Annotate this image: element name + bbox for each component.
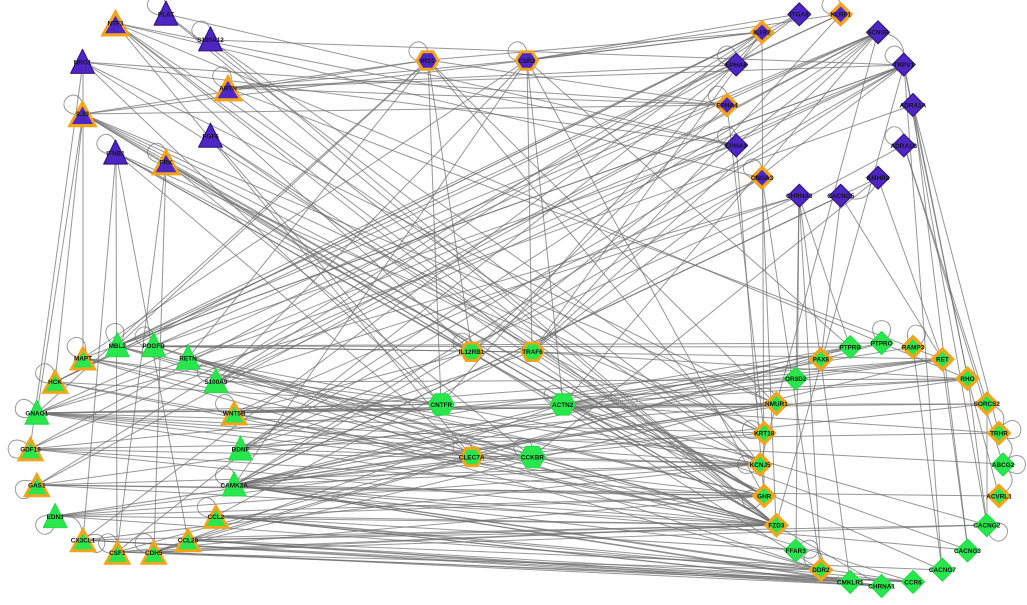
- svg-text:IL1R2: IL1R2: [753, 30, 771, 37]
- svg-text:HCK: HCK: [48, 379, 62, 386]
- svg-text:CACNG3: CACNG3: [954, 548, 981, 555]
- svg-text:CCKBR: CCKBR: [521, 454, 544, 461]
- svg-text:GAS1: GAS1: [28, 482, 46, 489]
- svg-text:ESR2: ESR2: [518, 58, 535, 65]
- svg-text:PAX8: PAX8: [813, 357, 830, 364]
- svg-text:KLRF1: KLRF1: [830, 12, 851, 19]
- svg-text:FRK: FRK: [159, 159, 173, 166]
- svg-text:KCNJ5: KCNJ5: [750, 462, 771, 469]
- svg-text:CLEC7A: CLEC7A: [459, 454, 485, 461]
- svg-text:OR8D2: OR8D2: [785, 376, 807, 383]
- svg-text:S100A9: S100A9: [204, 379, 228, 386]
- svg-text:TRPV1: TRPV1: [893, 62, 914, 69]
- svg-text:NRG1: NRG1: [74, 60, 92, 67]
- svg-text:S100A12: S100A12: [197, 37, 224, 44]
- svg-text:IL12RB1: IL12RB1: [459, 349, 485, 356]
- svg-text:EPHA8: EPHA8: [726, 62, 748, 69]
- svg-text:PTPRO: PTPRO: [871, 340, 893, 347]
- svg-text:CNGA3: CNGA3: [751, 175, 774, 182]
- svg-text:IL33: IL33: [76, 111, 89, 118]
- svg-text:EPHA4: EPHA4: [716, 102, 738, 109]
- svg-text:NMUR1: NMUR1: [765, 401, 788, 408]
- svg-text:CNTFR: CNTFR: [430, 402, 452, 409]
- svg-text:CCR6: CCR6: [904, 579, 922, 586]
- svg-text:FGF6: FGF6: [202, 134, 219, 141]
- svg-text:ACTN2: ACTN2: [552, 402, 574, 409]
- svg-text:ARTN: ARTN: [219, 85, 237, 92]
- svg-text:RETN: RETN: [179, 356, 197, 363]
- svg-text:MBL2: MBL2: [109, 343, 127, 350]
- svg-text:FZD3: FZD3: [768, 523, 784, 530]
- svg-text:BDNF: BDNF: [232, 446, 250, 453]
- svg-text:CSF1: CSF1: [109, 550, 126, 557]
- svg-text:RHO: RHO: [960, 376, 974, 383]
- svg-text:CHRNA1: CHRNA1: [868, 583, 895, 590]
- svg-text:CACNG5: CACNG5: [827, 193, 854, 200]
- svg-text:CCL2: CCL2: [208, 514, 225, 521]
- svg-text:KRT18: KRT18: [754, 431, 775, 438]
- svg-text:DDR2: DDR2: [812, 567, 830, 574]
- svg-text:EPHA3: EPHA3: [726, 143, 748, 150]
- svg-text:PTPRB: PTPRB: [839, 345, 861, 352]
- svg-text:ACVRL1: ACVRL1: [986, 493, 1012, 500]
- svg-text:SCN3B: SCN3B: [867, 30, 889, 37]
- svg-text:GNAO1: GNAO1: [25, 411, 48, 418]
- svg-text:CHRNA3: CHRNA3: [786, 193, 813, 200]
- svg-text:MAPT: MAPT: [74, 356, 92, 363]
- svg-text:IRS1: IRS1: [420, 58, 435, 65]
- svg-text:IFNB1: IFNB1: [106, 150, 125, 157]
- svg-text:ADRA1B: ADRA1B: [890, 143, 917, 150]
- svg-text:TRAF6: TRAF6: [522, 349, 543, 356]
- svg-text:GHR: GHR: [757, 493, 772, 500]
- svg-text:NTF3: NTF3: [108, 20, 124, 27]
- svg-text:PLAT: PLAT: [158, 12, 174, 19]
- svg-text:SORCS2: SORCS2: [974, 401, 1001, 408]
- svg-text:CMKLR1: CMKLR1: [837, 579, 864, 586]
- svg-text:RET: RET: [936, 357, 949, 364]
- svg-text:CACNG7: CACNG7: [929, 567, 956, 574]
- svg-text:CDH5: CDH5: [145, 550, 163, 557]
- svg-text:PDGFB: PDGFB: [143, 343, 166, 350]
- svg-text:TRHR: TRHR: [990, 431, 1008, 438]
- svg-text:FFAR3: FFAR3: [786, 548, 807, 555]
- svg-text:CACNG2: CACNG2: [973, 523, 1000, 530]
- svg-text:GDF15: GDF15: [20, 446, 41, 453]
- svg-text:EDN3: EDN3: [47, 514, 64, 521]
- svg-text:CAMK2A: CAMK2A: [221, 482, 249, 489]
- svg-text:CCL20: CCL20: [178, 537, 199, 544]
- svg-text:AMHR2: AMHR2: [867, 175, 890, 182]
- svg-text:ABCG2: ABCG2: [992, 462, 1015, 469]
- svg-text:RAMP3: RAMP3: [902, 345, 925, 352]
- svg-text:ITGA8: ITGA8: [790, 12, 809, 19]
- svg-text:ADRA1A: ADRA1A: [900, 102, 927, 109]
- svg-text:WNT5B: WNT5B: [223, 411, 246, 418]
- svg-text:CX3CL1: CX3CL1: [71, 537, 96, 544]
